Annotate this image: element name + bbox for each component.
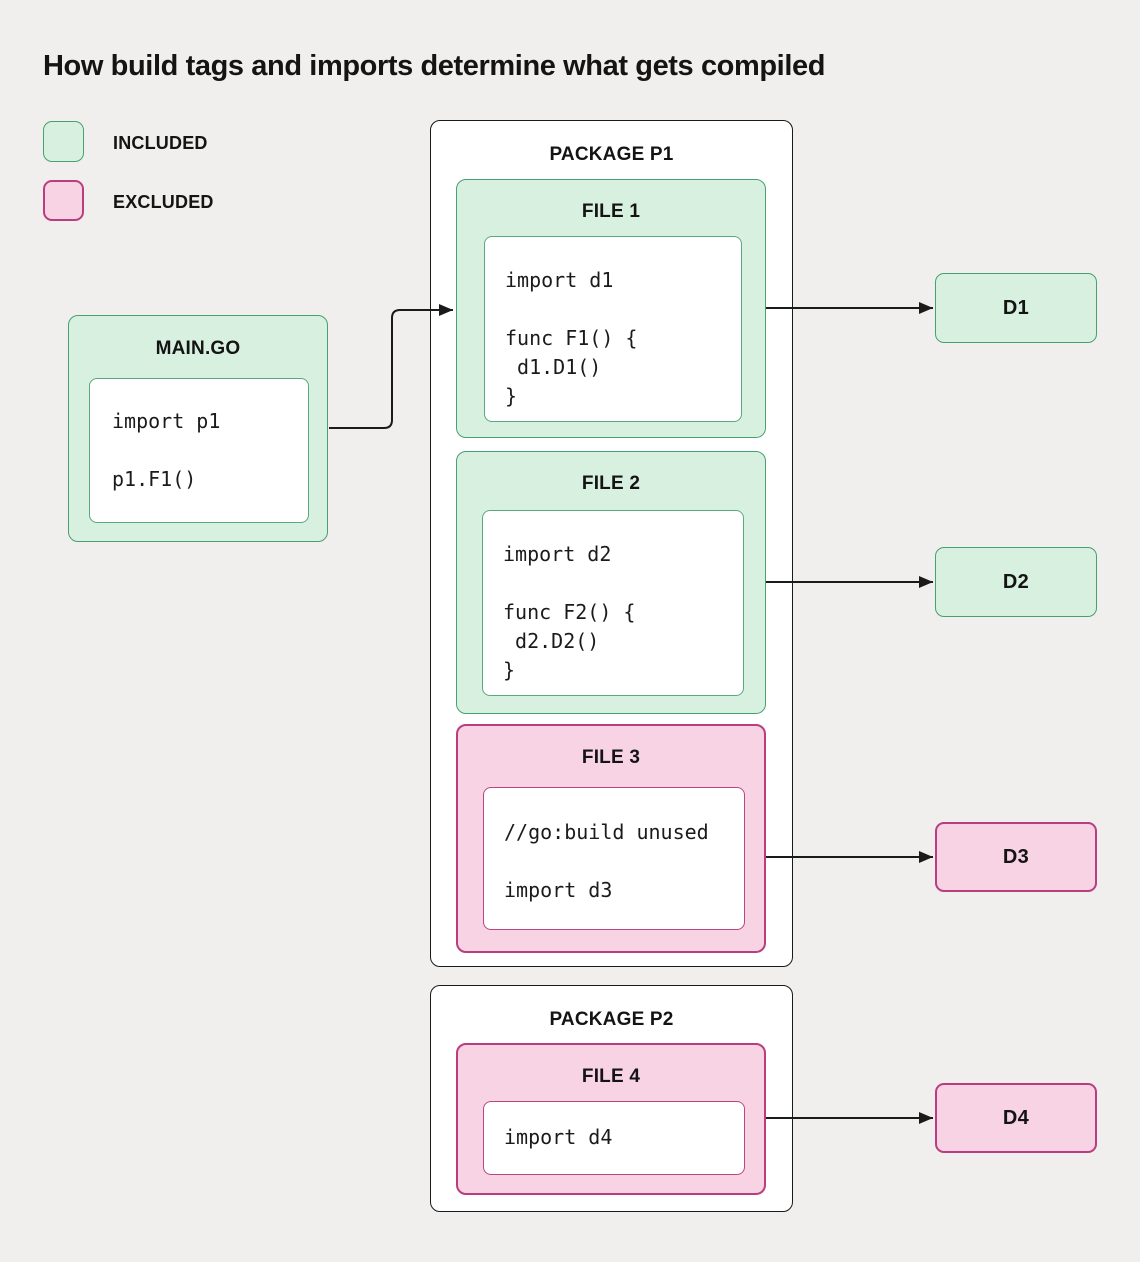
file-1-code: import d1 func F1() { d1.D1() } xyxy=(484,236,742,422)
main-go-title: MAIN.GO xyxy=(155,338,241,359)
file-1-box: FILE 1 import d1 func F1() { d1.D1() } xyxy=(456,179,766,438)
dependency-d4: D4 xyxy=(935,1083,1097,1153)
file-4-code: import d4 xyxy=(483,1101,745,1175)
legend-included-swatch xyxy=(43,121,84,162)
dependency-d2: D2 xyxy=(935,547,1097,617)
file-3-title: FILE 3 xyxy=(581,747,641,768)
file-3-box: FILE 3 //go:build unused import d3 xyxy=(456,724,766,953)
package-p2-title: PACKAGE P2 xyxy=(549,1009,674,1030)
main-go-code: import p1 p1.F1() xyxy=(89,378,309,523)
legend-included-label: INCLUDED xyxy=(113,133,208,153)
dependency-d2-label: D2 xyxy=(1002,570,1030,593)
package-p2-box: PACKAGE P2 FILE 4 import d4 xyxy=(430,985,793,1212)
file-2-title: FILE 2 xyxy=(581,473,641,494)
dependency-d1: D1 xyxy=(935,273,1097,343)
file-2-code: import d2 func F2() { d2.D2() } xyxy=(482,510,744,696)
dependency-d4-label: D4 xyxy=(1002,1106,1030,1129)
diagram-title: How build tags and imports determine wha… xyxy=(43,50,826,82)
file-4-title: FILE 4 xyxy=(581,1066,641,1087)
file-4-box: FILE 4 import d4 xyxy=(456,1043,766,1195)
package-p1-title: PACKAGE P1 xyxy=(549,144,674,165)
dependency-d1-label: D1 xyxy=(1002,296,1030,319)
dependency-d3: D3 xyxy=(935,822,1097,892)
legend-excluded-swatch xyxy=(43,180,84,221)
dependency-d3-label: D3 xyxy=(1002,845,1030,868)
file-1-title: FILE 1 xyxy=(581,201,641,222)
package-p1-box: PACKAGE P1 FILE 1 import d1 func F1() { … xyxy=(430,120,793,967)
file-3-code: //go:build unused import d3 xyxy=(483,787,745,930)
file-2-box: FILE 2 import d2 func F2() { d2.D2() } xyxy=(456,451,766,714)
legend-excluded-label: EXCLUDED xyxy=(113,192,214,212)
main-go-box: MAIN.GO import p1 p1.F1() xyxy=(68,315,328,542)
